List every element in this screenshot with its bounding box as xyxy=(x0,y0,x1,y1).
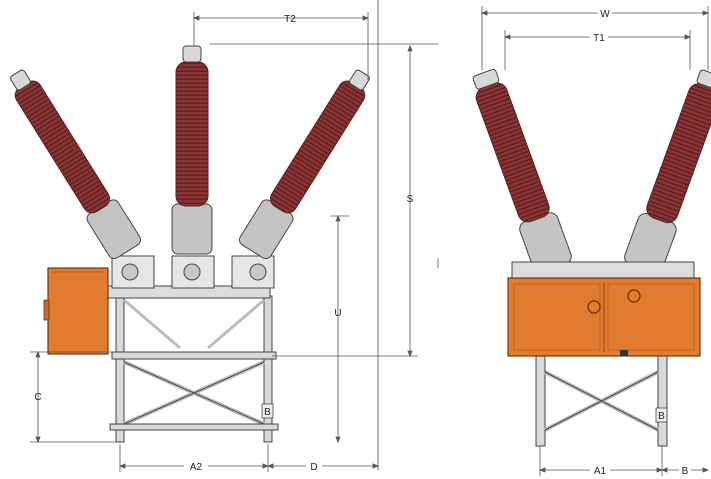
dimension-c-label: C xyxy=(34,392,41,403)
dimension-t2-label: T2 xyxy=(284,14,296,25)
dimension-t2 xyxy=(192,12,370,80)
support-frame-front xyxy=(535,355,668,447)
bushing-right xyxy=(238,69,370,260)
support-mark-right: B xyxy=(655,407,668,423)
bushing-front-right xyxy=(624,69,711,274)
front-view: W T1 B xyxy=(472,6,711,477)
dimension-b-label: B xyxy=(682,466,689,477)
dimension-t1-label: T1 xyxy=(593,33,605,44)
dimension-s xyxy=(272,44,418,358)
housing-top-plate xyxy=(511,261,695,279)
dimension-u xyxy=(330,214,350,444)
dimension-w-label: W xyxy=(600,9,610,20)
support-frame xyxy=(109,295,279,443)
support-mark-left: B xyxy=(261,403,274,419)
control-cabinet-front xyxy=(507,277,701,357)
bushing-left xyxy=(10,69,142,260)
dimension-a2-d xyxy=(118,444,380,472)
dimension-d-label: D xyxy=(310,462,317,473)
operating-mechanisms xyxy=(111,255,275,289)
support-mark-right-label: B xyxy=(658,411,665,422)
dimension-w xyxy=(480,6,710,70)
support-mark-left-label: B xyxy=(264,407,271,418)
side-view: B xyxy=(10,0,438,473)
control-cabinet-side xyxy=(43,267,109,355)
bushing-front-left xyxy=(472,68,572,274)
dimension-u-label: U xyxy=(334,308,341,319)
dimension-c xyxy=(30,350,116,444)
dimension-s-label: S xyxy=(407,194,414,205)
dimension-a2-label: A2 xyxy=(190,462,203,473)
dimension-a1-label: A1 xyxy=(594,466,607,477)
bushing-center xyxy=(171,45,213,255)
